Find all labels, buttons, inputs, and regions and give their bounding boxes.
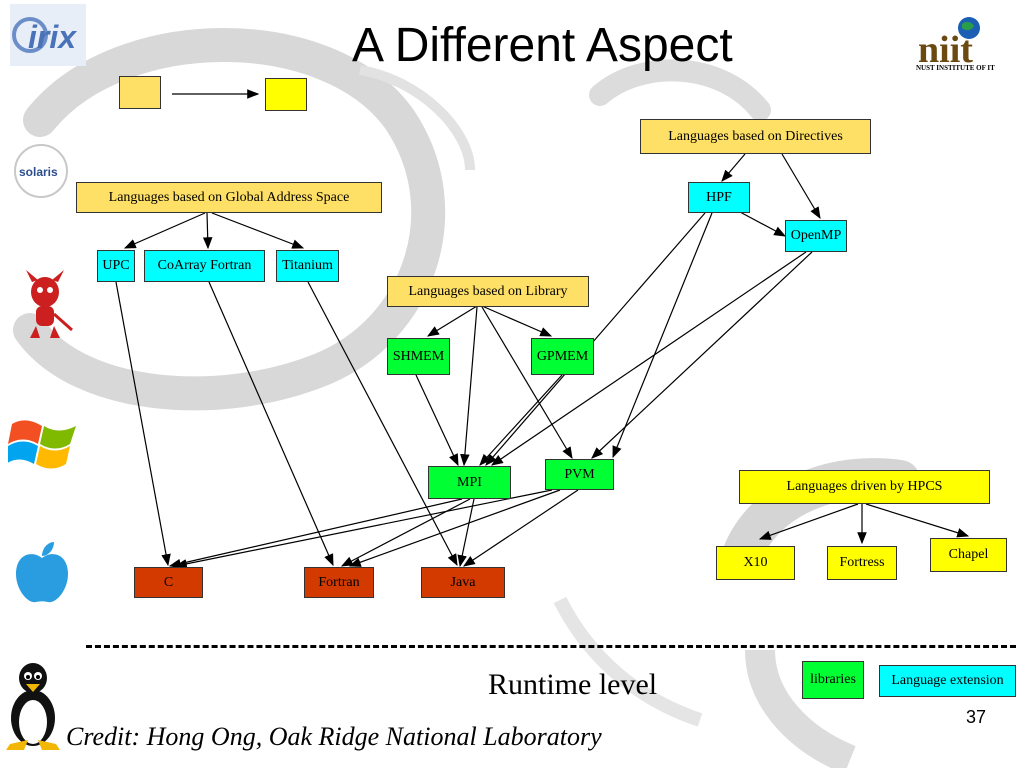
nust-subtitle: NUST INSTITUTE OF IT — [916, 64, 995, 72]
edge-mpi-java — [457, 498, 475, 568]
edge-pvm-c — [174, 489, 553, 569]
node-mpi: MPI — [428, 466, 511, 499]
edge-global-coarray — [202, 212, 213, 250]
edge-hpf-openmp — [739, 211, 787, 237]
nust-logo-icon: niit — [918, 17, 980, 71]
node-library: Languages based on Library — [387, 276, 589, 307]
node-hpcs: Languages driven by HPCS — [739, 470, 990, 504]
page-title: A Different Aspect — [352, 19, 733, 72]
nust-logo-text: niit — [918, 29, 973, 71]
edge-hpcs-chapel — [865, 503, 970, 538]
edge-hpcs-x10 — [758, 503, 859, 540]
node-hpf: HPF — [688, 182, 750, 213]
edge-gpmem-mpi — [479, 374, 563, 466]
page-number: 37 — [966, 707, 987, 727]
edge-shmem-mpi — [415, 374, 459, 467]
bsd-daemon-icon — [26, 270, 73, 338]
key-source-box — [119, 76, 161, 109]
node-chapel: Chapel — [930, 538, 1007, 572]
node-c: C — [134, 567, 203, 598]
irix-logo-text: irix — [28, 19, 77, 55]
edge-library-mpi — [460, 306, 478, 467]
node-openmp: OpenMP — [785, 220, 847, 252]
edge-pvm-fortran — [348, 489, 561, 567]
node-shmem: SHMEM — [387, 338, 450, 375]
linux-tux-icon — [6, 663, 60, 750]
key-target-box — [265, 78, 307, 111]
edge-openmp-mpi — [491, 251, 807, 466]
edge-directives-openmp — [781, 153, 821, 220]
node-coarray-fortran: CoArray Fortran — [144, 250, 265, 282]
edge-hpf-mpi — [485, 212, 706, 466]
runtime-divider — [86, 645, 1016, 648]
node-gpmem: GPMEM — [531, 338, 594, 375]
node-fortress: Fortress — [827, 546, 897, 580]
node-fortran: Fortran — [304, 567, 374, 598]
solaris-logo-text: solaris — [19, 165, 58, 179]
windows-logo-icon — [8, 420, 76, 469]
node-global-address-space: Languages based on Global Address Space — [76, 182, 382, 213]
solaris-logo-icon: solaris — [10, 138, 72, 204]
apple-logo-icon — [16, 542, 68, 603]
edge-library-gpmem — [481, 305, 553, 337]
edge-pvm-java — [463, 489, 579, 567]
edge-directives-hpf — [721, 153, 746, 182]
edge-titanium-java — [307, 281, 458, 567]
legend-libraries: libraries — [802, 661, 864, 699]
node-x10: X10 — [716, 546, 795, 580]
edge-mpi-c — [168, 498, 463, 569]
node-java: Java — [421, 567, 505, 598]
edge-library-shmem — [426, 305, 478, 337]
edge-global-titanium — [211, 212, 305, 249]
legend-language-extension: Language extension — [879, 665, 1016, 697]
runtime-level-label: Runtime level — [488, 668, 658, 701]
edge-global-upc — [123, 212, 206, 249]
irix-logo-icon: irix — [10, 4, 86, 66]
node-pvm: PVM — [545, 459, 614, 490]
edge-coarray-fortran — [208, 281, 334, 567]
edge-hpf-pvm — [612, 212, 713, 459]
edge-openmp-pvm — [591, 251, 813, 459]
node-upc: UPC — [97, 250, 135, 282]
edge-mpi-fortran — [340, 498, 471, 567]
edge-upc-c — [115, 281, 171, 567]
node-titanium: Titanium — [276, 250, 339, 282]
edge-library-pvm — [481, 306, 573, 460]
node-directives: Languages based on Directives — [640, 119, 871, 154]
credit-text: Credit: Hong Ong, Oak Ridge National Lab… — [66, 722, 602, 751]
